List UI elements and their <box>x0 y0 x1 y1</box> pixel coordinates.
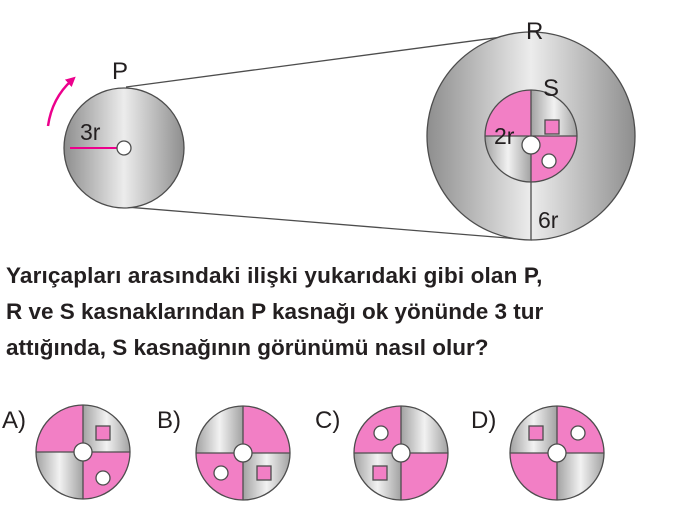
rotation-arrow-icon <box>46 76 76 127</box>
option-b[interactable]: B) <box>157 405 291 501</box>
s-circle-marker <box>541 153 557 169</box>
pulley-p-letter: P <box>112 58 128 85</box>
pulley-r-letter: R <box>526 18 543 45</box>
option-a[interactable]: A) <box>2 404 131 500</box>
option-c[interactable]: C) <box>315 405 449 501</box>
option-b-letter: B) <box>157 407 181 434</box>
belt-bottom-line <box>125 206 533 241</box>
pulley-s-radius-label: 2r <box>494 123 515 149</box>
question-line-3: attığında, S kasnağının görünümü nasıl o… <box>6 335 489 360</box>
axle-p <box>116 140 132 156</box>
s-square-marker <box>544 119 560 135</box>
pulley-r-radius-label: 6r <box>538 207 559 233</box>
option-a-letter: A) <box>2 407 26 434</box>
pulley-s <box>484 89 578 183</box>
belt-top-line <box>125 32 533 88</box>
option-c-letter: C) <box>315 407 340 434</box>
option-d[interactable]: D) <box>471 405 605 501</box>
pulley-p <box>63 87 185 209</box>
question-line-1: Yarıçapları arasındaki ilişki yukarıdaki… <box>6 263 543 288</box>
question-text: Yarıçapları arasındaki ilişki yukarıdaki… <box>6 258 678 366</box>
option-d-letter: D) <box>471 407 496 434</box>
axle-s <box>521 135 541 155</box>
pulley-p-radius-label: 3r <box>80 119 101 145</box>
pulley-s-letter: S <box>543 75 559 102</box>
question-line-2: R ve S kasnaklarından P kasnağı ok yönün… <box>6 299 544 324</box>
